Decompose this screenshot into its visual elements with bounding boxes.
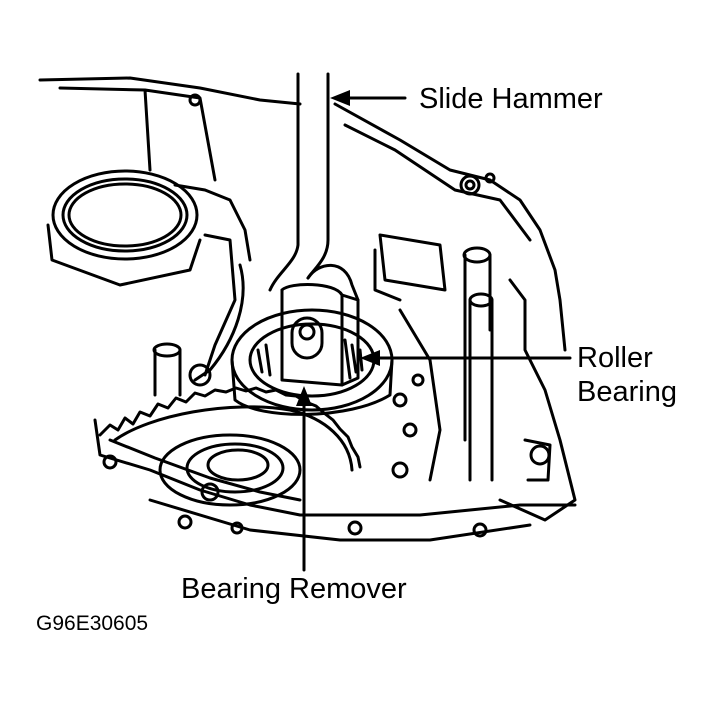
dowel-left-top <box>152 342 182 358</box>
housing-back-outline <box>38 76 567 352</box>
flange-bolt-7 <box>391 461 409 479</box>
housing-bolt-4 <box>484 172 496 184</box>
remover-tool-top <box>280 283 344 297</box>
flange-bolt-8 <box>392 392 408 408</box>
flange-bolt-5 <box>347 520 363 536</box>
dowel-right-b-top <box>468 292 494 308</box>
diff-carrier-3 <box>206 448 270 482</box>
right-flange <box>498 278 577 522</box>
label-bearing-remover: Bearing Remover <box>181 573 407 605</box>
flange-bolt-10 <box>411 373 425 387</box>
oil-seal-mid <box>61 177 189 253</box>
label-roller: Roller <box>577 342 653 374</box>
flange-bolt-1 <box>102 454 118 470</box>
slide-hammer-shaft-right <box>306 72 330 280</box>
label-slide-hammer: Slide Hammer <box>419 83 603 115</box>
right-block <box>373 233 447 482</box>
housing-bolt-3 <box>464 179 476 191</box>
diff-carrier-2 <box>185 442 285 494</box>
remover-pin <box>298 323 316 341</box>
right-bolt-a <box>529 444 551 466</box>
oil-seal-outer <box>51 169 199 261</box>
seal-boss <box>46 223 202 287</box>
flange-bolt-6 <box>472 522 488 538</box>
pipe-nut <box>188 363 212 387</box>
flange-bolt-9 <box>402 422 418 438</box>
remover-tool-side <box>340 293 360 387</box>
oil-seal-inner <box>67 182 183 248</box>
right-boss <box>523 438 552 482</box>
remover-slot <box>290 316 324 360</box>
housing-bolt-1 <box>188 93 202 107</box>
case-flange-outer <box>93 418 577 517</box>
slide-hammer-arrowhead <box>330 90 350 106</box>
bearing-remover-arrowhead <box>296 386 312 406</box>
dowel-right-b <box>468 298 494 482</box>
dowel-left <box>153 348 182 397</box>
left-bracket <box>173 183 252 377</box>
flange-bolt-3 <box>177 514 193 530</box>
roller-bearing-arrowhead <box>360 350 380 366</box>
dowel-right-a <box>463 253 492 442</box>
case-flange-inner <box>108 438 302 502</box>
dowel-right-a-top <box>462 246 492 264</box>
leaders <box>302 96 572 572</box>
pipe-left <box>193 263 245 382</box>
figure-code: G96E30605 <box>36 612 149 635</box>
label-bearing: Bearing <box>577 376 677 408</box>
roller-bearing-rollers <box>256 338 364 380</box>
case-lower-edge <box>148 498 532 542</box>
ring-gear-teeth <box>98 386 362 469</box>
slide-hammer-yoke <box>306 263 360 302</box>
bore-wall <box>230 358 394 416</box>
ring-gear-body <box>113 405 354 472</box>
housing-bolt-2 <box>459 174 481 196</box>
diff-carrier-1 <box>158 433 302 507</box>
remover-tool-body <box>280 288 344 387</box>
slide-hammer-shaft-left <box>268 72 300 292</box>
